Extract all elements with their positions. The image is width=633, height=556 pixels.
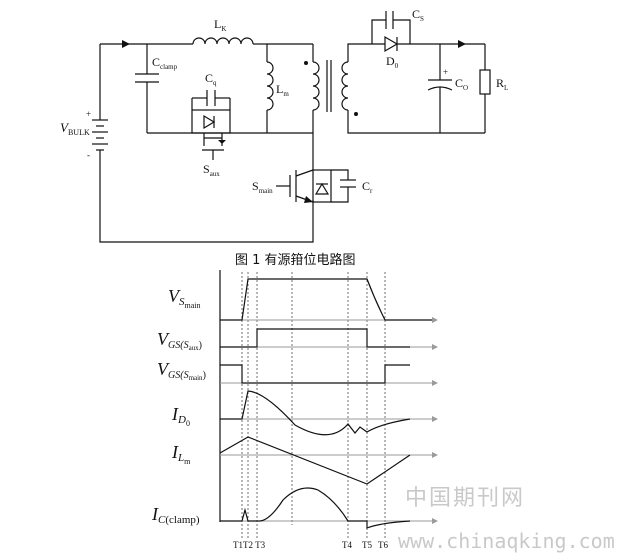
watermark-url: www.chinaqking.com [398, 529, 615, 553]
label-co: CO [455, 76, 468, 92]
watermark: 中国期刊网 www.chinaqking.com [398, 486, 615, 553]
waveform-id0 [220, 390, 411, 436]
inductor-lk [192, 37, 254, 45]
watermark-cn: 中国期刊网 [405, 486, 525, 511]
cr-wire-bottom [331, 187, 349, 203]
label-id0: ID0 [171, 404, 190, 428]
baseline-arrowheads [432, 317, 438, 524]
smain-diode-box [312, 169, 332, 203]
switch-saux [191, 90, 231, 160]
current-arrow-primary [122, 40, 130, 48]
waveform-ic-clamp [220, 487, 411, 529]
wire-secondary-bottom [347, 110, 485, 134]
wire-cs-right [393, 19, 411, 44]
label-ic-clamp: IC(clamp) [151, 504, 200, 526]
dot-primary [304, 61, 308, 65]
tick-label-t6: T6 [378, 540, 388, 550]
waveform-ilm [219, 436, 411, 485]
arrowhead-ilm [432, 452, 438, 458]
label-saux: Saux [203, 162, 220, 178]
dot-secondary [354, 112, 358, 116]
waveform-vs-main [220, 278, 432, 321]
tick-label-t1t2t3: T1T2 T3 [233, 540, 266, 550]
battery-minus: - [87, 150, 90, 160]
arrowhead-vs-main [432, 317, 438, 323]
label-ilm: ILm [171, 442, 191, 466]
wire-bottom-left [99, 150, 314, 243]
inductor-lm [266, 61, 274, 111]
switch-smain [276, 169, 356, 203]
label-cclamp: Cclamp [152, 55, 178, 71]
circuit-diagram: VBULK + - LK Cclamp Cq Saux Lm Smain Cr … [60, 7, 508, 243]
label-lk: LK [214, 17, 226, 33]
transformer-secondary [341, 61, 349, 111]
diode-d0 [384, 35, 399, 53]
arrowhead-ic-clamp [432, 518, 438, 524]
resistor-rl [479, 69, 491, 95]
cr-wire-top [331, 169, 349, 180]
label-vgs-smain: VGS(Smain) [157, 359, 206, 382]
transformer-primary [312, 61, 320, 111]
waveform-vgs-saux [220, 328, 410, 348]
label-cq: Cq [205, 71, 217, 87]
waveform-vgs-smain [220, 364, 410, 384]
smain-drain [295, 169, 314, 177]
battery-plus: + [86, 109, 91, 119]
label-vs-main: VSmain [168, 286, 201, 310]
wire-secondary-top [347, 43, 385, 62]
label-vbulk: VBULK [60, 120, 90, 137]
co-plus: + [443, 67, 448, 77]
smain-body-diode [314, 182, 330, 195]
time-marker-lines [241, 272, 386, 540]
smain-arrow [304, 196, 313, 203]
label-smain: Smain [252, 179, 273, 195]
tick-label-t5: T5 [362, 540, 372, 550]
saux-diode-box [191, 109, 231, 134]
saux-arrow [218, 140, 226, 144]
label-cr: Cr [362, 179, 373, 195]
timing-diagram: VSmain VGS(Saux) VGS(Smain) ID0 ILm IC(c… [151, 270, 438, 550]
arrowhead-vgs-smain [432, 380, 438, 386]
figure-caption: 图 1 有源箝位电路图 [235, 252, 356, 268]
arrowhead-id0 [432, 416, 438, 422]
saux-body-diode [203, 114, 216, 130]
label-d0: D0 [386, 54, 399, 70]
label-lm: Lm [276, 82, 289, 98]
label-rl: RL [496, 76, 508, 92]
tick-label-t4: T4 [342, 540, 352, 550]
current-arrow-secondary [458, 40, 466, 48]
wire-cs-left [371, 19, 386, 44]
label-vgs-saux: VGS(Saux) [157, 329, 202, 352]
arrowhead-vgs-saux [432, 344, 438, 350]
label-cs: CS [412, 7, 424, 23]
